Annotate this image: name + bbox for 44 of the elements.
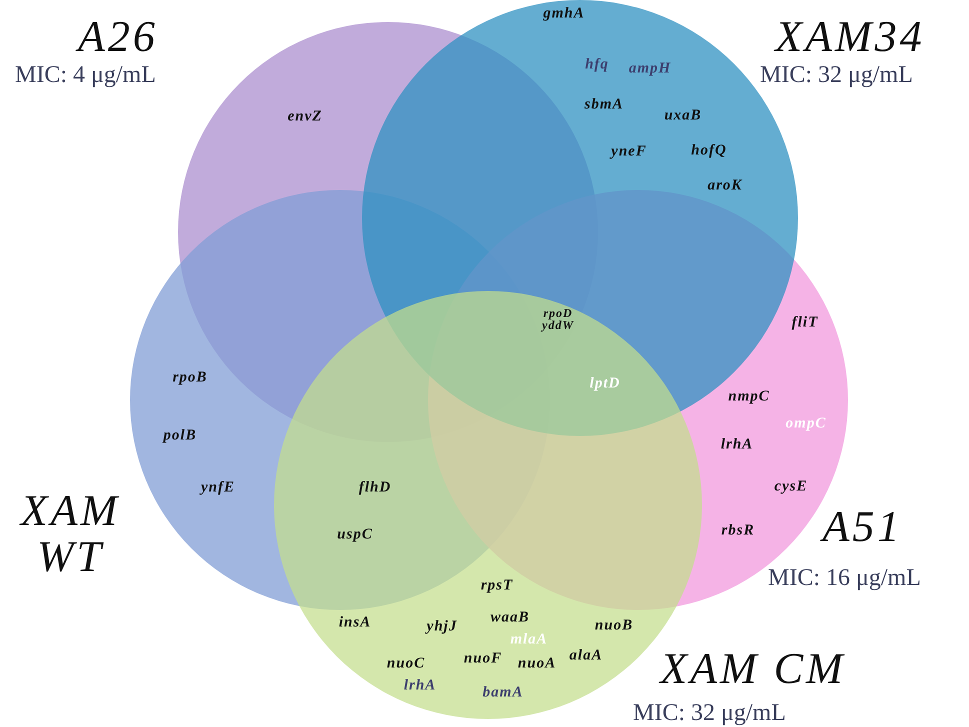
gene-name: hofQ <box>691 144 727 158</box>
gene-name: rpoD <box>543 307 573 319</box>
gene-name: rbsR <box>721 524 755 538</box>
gene-name: lrhA <box>720 438 754 452</box>
gene-name: ampH <box>628 62 672 76</box>
gene-name: yhjJ <box>426 620 458 634</box>
gene-name: waaB <box>490 610 530 626</box>
gene-name: nuoB <box>594 618 634 634</box>
gene-name: envZ <box>288 110 322 124</box>
gene-name: aroK <box>708 178 742 194</box>
gene-name: insA <box>338 616 372 630</box>
gene-name: lrhA <box>404 678 436 694</box>
gene-name: nuoA <box>518 656 556 672</box>
gene-name: sbmA <box>584 98 624 112</box>
mic-value: MIC: 32 μg/mL <box>760 62 913 89</box>
gene-name: yddW <box>542 319 574 331</box>
gene-name: bamA <box>482 686 524 700</box>
gene-name: gmhA <box>543 6 585 22</box>
set-name: A51 <box>815 504 910 550</box>
gene-name: hfq <box>585 58 609 72</box>
set-name: XAM WT <box>18 488 122 580</box>
gene-name: polB <box>163 428 197 444</box>
gene-name: nuoC <box>386 656 426 672</box>
gene-name: fliT <box>792 316 818 330</box>
gene-name: uspC <box>337 528 373 542</box>
set-name: A26 <box>58 14 178 60</box>
set-name: XAM CM <box>658 646 847 692</box>
gene-name: flhD <box>358 480 392 496</box>
gene-name: nmpC <box>728 390 770 404</box>
gene-name: mlaA <box>510 632 548 648</box>
gene-name: rpoB <box>172 370 208 386</box>
mic-value: MIC: 16 μg/mL <box>768 565 921 592</box>
mic-value: MIC: 32 μg/mL <box>633 700 786 727</box>
gene-name: lptD <box>590 376 620 392</box>
gene-name: yneF <box>611 144 647 160</box>
gene-name: ompC <box>786 416 826 432</box>
gene-name: cysE <box>774 480 808 494</box>
gene-name: alaA <box>569 648 603 664</box>
gene-name: uxaB <box>664 108 702 124</box>
mic-value: MIC: 4 μg/mL <box>15 62 156 89</box>
gene-name: rpsT <box>480 578 514 594</box>
gene-name: ynfE <box>201 480 235 496</box>
set-name: XAM34 <box>772 14 926 60</box>
gene-name: nuoF <box>464 652 502 666</box>
